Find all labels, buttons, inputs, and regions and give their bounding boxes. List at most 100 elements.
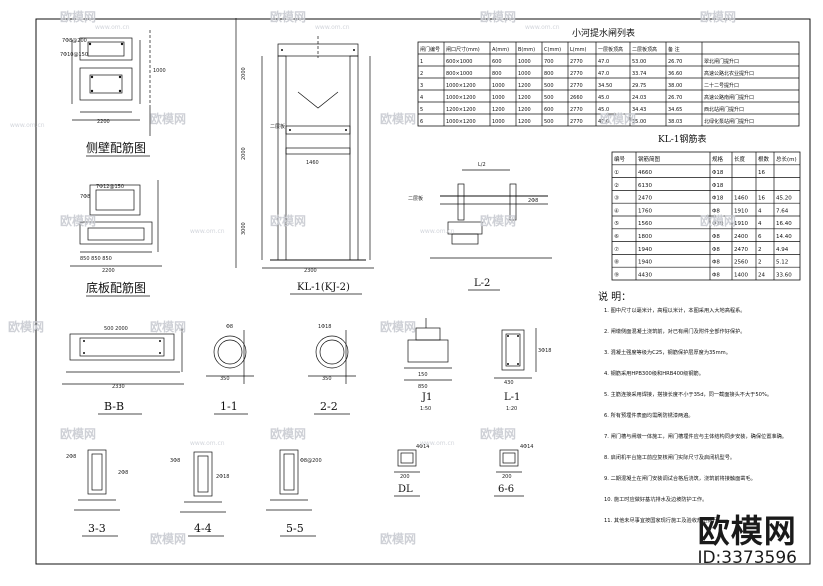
section-3-3-title: 3-3: [88, 522, 106, 535]
section-4-4: 3Φ8 2Φ18 4-4: [170, 451, 229, 537]
watermark-url: www.om.cn: [190, 440, 225, 447]
svg-text:二层板: 二层板: [270, 123, 285, 130]
svg-text:3Φ8: 3Φ8: [170, 458, 180, 464]
gate-table-cell: 600×1000: [446, 59, 472, 65]
design-notes: 说 明： 1. 图中尺寸以毫米计，高程以米计，本图采用入大地高程系。2. 闸墩侧…: [598, 290, 787, 524]
gate-table-header: B(mm): [518, 47, 535, 53]
note-item: 8. 启闭机平台施工前应复核闸门实际尺寸及启闭机型号。: [604, 453, 735, 461]
rebar-table-cell: 4.94: [776, 247, 789, 253]
gate-table-cell: 1000: [492, 119, 505, 125]
svg-text:1460: 1460: [306, 160, 319, 166]
bottom-plate-rebar-detail: 7Φ12@150 7Φ8 850 850 850 2200 底板配筋图: [70, 180, 162, 297]
gate-table-cell: 38.00: [668, 83, 682, 89]
gate-table-cell: 500: [544, 95, 554, 101]
rebar-table-cell: 33.60: [776, 272, 792, 278]
watermark-url: www.om.cn: [315, 24, 350, 31]
gate-table-cell: 1200: [518, 119, 531, 125]
gate-table-cell: 2660: [570, 95, 583, 101]
rebar-table-cell: 2: [758, 247, 762, 253]
model-id-label: ID:3373596: [697, 548, 797, 568]
svg-text:2200: 2200: [102, 268, 115, 274]
gate-table-cell: 西北站闸门提升口: [704, 106, 744, 113]
gate-table-cell: 53.00: [632, 59, 646, 65]
side-wall-rebar-detail: 7Φ8@200 7Φ10@150 2200 1000 侧壁配筋图: [60, 30, 166, 157]
rebar-table-cell: 4660: [638, 170, 652, 176]
rebar-table-cell: 1760: [638, 208, 652, 214]
watermark-logo: 欧模网: [150, 112, 187, 126]
rebar-table-cell: 16: [758, 170, 765, 176]
note-item: 3. 混凝土强度等级为C25，钢筋保护层厚度为35mm。: [604, 348, 731, 356]
gate-table-cell: 33.74: [632, 71, 646, 77]
rebar-table-cell: 1940: [638, 260, 652, 266]
gate-table-header: 闸门编号: [420, 46, 440, 53]
gate-table-cell: 35.00: [632, 119, 646, 125]
svg-text:3Φ18: 3Φ18: [538, 348, 551, 354]
gate-table-cell: 600: [492, 59, 502, 65]
gate-table-cell: 800: [492, 71, 502, 77]
watermark-logo: 欧模网: [270, 427, 307, 441]
gate-table-cell: 800×1000: [446, 71, 472, 77]
rebar-table-cell: 5.12: [776, 260, 788, 266]
rebar-table-cell: 1560: [638, 221, 652, 227]
section-bb-title: B-B: [104, 400, 124, 413]
rebar-table-cell: Φ8: [712, 247, 720, 253]
watermark-url: www.om.cn: [420, 440, 455, 447]
watermark-logo: 欧模网: [380, 532, 417, 546]
svg-text:200: 200: [502, 474, 512, 480]
svg-text:4Φ14: 4Φ14: [416, 444, 429, 450]
gate-table-cell: 45.0: [598, 107, 609, 113]
rebar-table-cell: 4: [758, 221, 762, 227]
rebar-table-cell: 14.40: [776, 234, 792, 240]
brand-logo-block: 欧模网 ID:3373596: [697, 514, 797, 568]
svg-text:7Φ10@150: 7Φ10@150: [60, 52, 88, 58]
beam-l1-title: L-1: [504, 392, 520, 403]
rebar-table-cell: 1910: [734, 221, 748, 227]
svg-text:7Φ12@150: 7Φ12@150: [96, 184, 124, 190]
footing-j1-title: J1: [421, 392, 432, 403]
section-4-4-title: 4-4: [194, 522, 212, 535]
footing-j1: 150 850 J1 1:50: [404, 318, 452, 412]
svg-text:500 2000: 500 2000: [104, 326, 128, 332]
section-dl: 4Φ14 200 DL: [394, 444, 429, 497]
rebar-table-cell: ③: [614, 196, 619, 202]
gate-table-header: 一层板顶高: [598, 46, 623, 53]
rebar-table-cell: 2470: [734, 247, 748, 253]
rebar-table-cell: ④: [614, 208, 619, 214]
rebar-table-cell: Φ18: [712, 170, 724, 176]
gate-table-cell: 24.03: [632, 95, 646, 101]
gate-table-cell: 38.03: [668, 119, 682, 125]
gate-table-cell: 4: [420, 95, 423, 101]
gate-table-cell: 34.65: [668, 107, 682, 113]
watermark-url: www.om.cn: [420, 228, 455, 235]
watermark-logo: 欧模网: [60, 214, 97, 228]
section-6-6: 4Φ14 200 6-6: [494, 444, 533, 497]
rebar-table-cell: 1460: [734, 196, 748, 202]
svg-text:430: 430: [504, 380, 514, 386]
gate-table-cell: 1000: [518, 71, 531, 77]
gate-table-cell: 翠北闸门提升口: [704, 58, 739, 65]
watermark-logo: 欧模网: [60, 427, 97, 441]
gate-table-cell: 47.0: [598, 119, 609, 125]
gate-table-header: 备 注: [668, 46, 680, 53]
rebar-table-cell: ⑤: [614, 221, 619, 227]
rebar-table-header: 长度: [734, 155, 746, 163]
svg-text:L/2: L/2: [478, 162, 486, 168]
rebar-table-cell: Φ18: [712, 196, 724, 202]
watermark-url: www.om.cn: [95, 24, 130, 31]
gate-table-cell: 北绿化泵站闸门提升口: [704, 118, 754, 125]
rebar-table-cell: 4430: [638, 272, 652, 278]
side-wall-title: 侧壁配筋图: [86, 140, 146, 155]
section-6-6-title: 6-6: [498, 484, 514, 495]
svg-text:2000: 2000: [241, 147, 247, 160]
gate-table-header: L(mm): [570, 47, 586, 53]
gate-table-cell: 1200: [518, 95, 531, 101]
rebar-table-cell: 6130: [638, 183, 652, 189]
section-3-3: 2Φ8 2Φ8 3-3: [66, 449, 128, 537]
watermark-logo: 欧模网: [480, 10, 517, 24]
gate-list-table: 小河提水闸列表 闸门编号闸口尺寸(mm)A(mm)B(mm)C(mm)L(mm)…: [417, 27, 800, 127]
svg-text:350: 350: [220, 376, 230, 382]
gate-table-cell: 34.43: [632, 107, 646, 113]
section-2-2-title: 2-2: [320, 400, 338, 413]
watermark-logo: 欧模网: [600, 112, 637, 126]
